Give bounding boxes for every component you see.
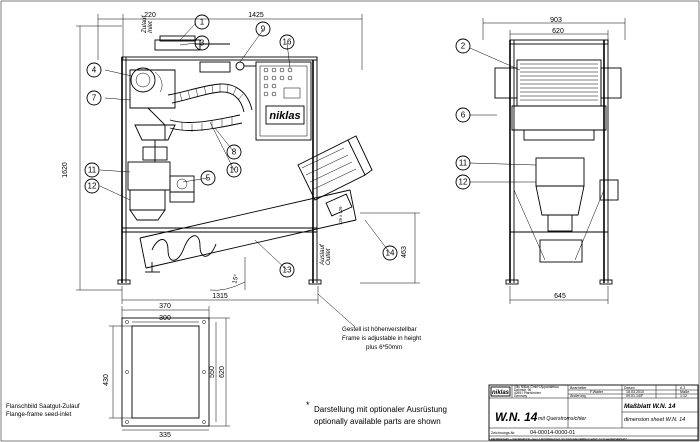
sheet-title-en: dimension sheet W.N. 14 [624, 417, 685, 423]
title-footer: PROPRIETARY + INFORMATION - FALLS MISSBR… [491, 437, 627, 441]
dim-903: 903 [550, 17, 562, 24]
callout-4: 4 [92, 66, 97, 75]
meta-r2-c1: Änderung [570, 394, 586, 398]
meta-r2-c2: 09.01.14/F [626, 394, 644, 398]
dim-1620: 1620 [62, 162, 69, 178]
side-drum [516, 59, 602, 107]
cabinet-logo-plate [265, 105, 305, 125]
flange-outer [121, 317, 210, 427]
inlet-label-en: Inlet [147, 21, 154, 33]
screw-conveyor [139, 189, 357, 273]
flange-inner [131, 325, 200, 419]
meta-r1-c1: F.Walter [590, 390, 604, 394]
dim-1425: 1425 [248, 12, 264, 19]
meta-r1-c3: Maße [680, 390, 689, 394]
svg-text:*: * [306, 400, 310, 410]
company-line-2: Dahmstr. 96 [514, 388, 531, 392]
title-logo-box [490, 386, 511, 397]
company-line-3: 40591 Pfarrkirchen [514, 391, 541, 395]
dim-645: 645 [554, 293, 566, 300]
dim-370: 370 [159, 303, 171, 310]
company-line-1: Villu Niklas GmbH Apparatebau [514, 385, 559, 389]
callout-13: 13 [283, 266, 292, 275]
dim-463: 463 [401, 246, 408, 258]
side-callout-2: 2 [461, 42, 466, 51]
title-block: niklas Villu Niklas GmbH Apparatebau Dah… [488, 384, 699, 441]
sheet-title-de: Maßblatt W.N. 14 [624, 403, 676, 410]
model-title: W.N. 14 [495, 410, 538, 424]
callout-7: 7 [92, 94, 97, 103]
meta-r1-c2: 18.03.2010 [626, 390, 644, 394]
callout-1: 1 [200, 18, 205, 27]
outlet-size: 129 x 129 [338, 206, 343, 225]
dim-angle: 15° [231, 273, 240, 284]
stand-note: Gestell ist höhenverstellbar Frame is ad… [317, 293, 421, 351]
front-callouts: 1 3 4 7 9 16 8 10 5 11 12 13 14 [84, 14, 398, 278]
side-callout-11: 11 [459, 159, 468, 168]
outlet-label-de: Auslauf [319, 243, 326, 266]
dim-620-flange: 620 [219, 366, 226, 378]
model-suffix: mit Querstromsichter [538, 416, 586, 422]
stand-note-de: Gestell ist höhenverstellbar [342, 326, 417, 333]
meta-header-1: Bearbeiter [570, 386, 587, 390]
optional-note-de: Darstellung mit optionaler Ausrüstung [314, 405, 447, 414]
inlet-label-de: Zulauf [141, 15, 148, 34]
flange-caption-de: Flanschbild Saatgut-Zulauf [6, 403, 80, 410]
callout-8: 8 [232, 148, 237, 157]
dim-335: 335 [159, 432, 171, 439]
control-cabinet [255, 61, 312, 141]
side-view: 903 620 [455, 17, 626, 304]
callout-3: 3 [200, 39, 205, 48]
cabinet-logo-text: niklas [269, 110, 300, 122]
dim-1315: 1315 [212, 293, 228, 300]
dim-430: 430 [103, 374, 110, 386]
dim-620: 620 [552, 28, 564, 35]
side-callout-12: 12 [459, 178, 468, 187]
conveyor-motor [297, 135, 373, 217]
dim-300: 300 [159, 315, 171, 322]
callout-10: 10 [230, 166, 239, 175]
callout-11: 11 [88, 166, 97, 175]
callout-16: 16 [283, 38, 292, 47]
outlet-label-en: Outlet [325, 248, 332, 265]
drawing-no: 04-00014-0000-01 [530, 430, 575, 436]
dim-220: 220 [144, 12, 156, 19]
callout-14: 14 [386, 249, 395, 258]
meta-header-2: Datum [624, 386, 635, 390]
callout-12: 12 [88, 182, 97, 191]
drawing-no-label: Zeichnungs-Nr. [491, 431, 515, 435]
flange-caption-en: Flange-frame seed-inlet [6, 411, 72, 418]
stand-note-en: Frame is adjustable in height [342, 335, 421, 342]
front-view: 220 1425 1620 [62, 12, 420, 304]
callout-5: 5 [206, 174, 211, 183]
company-line-4: Germany [514, 394, 528, 398]
meta-header-3: A 3 [680, 386, 685, 390]
side-callout-6: 6 [461, 111, 466, 120]
dim-550: 550 [209, 366, 216, 378]
flange-view: 370 300 430 550 620 335 Flanschbild Saat… [6, 303, 230, 439]
meta-r2-c3: 1:12 [680, 394, 687, 398]
optional-note-en: optionally available parts are shown [314, 417, 441, 426]
side-callouts: 2 6 11 12 [455, 38, 471, 190]
callout-9: 9 [261, 25, 266, 34]
stand-note-plus: plus 6*50mm [366, 344, 402, 351]
title-logo: niklas [492, 390, 510, 396]
